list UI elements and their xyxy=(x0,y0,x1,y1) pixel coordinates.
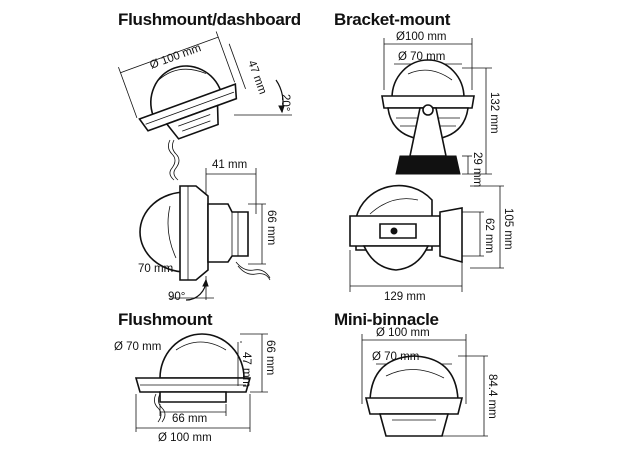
dim-total-height-bracket: 132 mm xyxy=(488,92,500,134)
dim-dome-binnacle: Ø 70 mm xyxy=(372,351,419,363)
compass-tilted-view xyxy=(118,31,292,181)
dim-inner-height-bracket: 62 mm xyxy=(483,218,495,253)
title-mini-binnacle: Mini-binnacle xyxy=(334,310,439,329)
dim-angle-side: 90° xyxy=(168,291,185,303)
dim-height-side: 66 mm xyxy=(265,210,277,245)
dim-base-height-bracket: 29 mm xyxy=(471,152,483,187)
dim-dome-side: 70 mm xyxy=(138,263,173,275)
dim-height-flushmount: 47 mm xyxy=(240,352,252,387)
dim-dome-bracket: Ø 70 mm xyxy=(398,51,445,63)
dim-length-bracket: 129 mm xyxy=(384,291,426,303)
compass-side-view xyxy=(139,168,271,301)
compass-bracket-side xyxy=(349,184,504,292)
dim-height-tilted: 47 mm xyxy=(245,59,268,96)
dim-height-binnacle: 84.4 mm xyxy=(486,374,498,419)
dim-cutout-flushmount: 66 mm xyxy=(172,413,207,425)
dim-depth-side: 41 mm xyxy=(212,159,247,171)
dim-diameter-flushmount: Ø 100 mm xyxy=(158,432,212,444)
title-bracket-mount: Bracket-mount xyxy=(334,10,451,29)
dim-diameter-binnacle: Ø 100 mm xyxy=(376,327,430,339)
dim-tilt-angle: 20° xyxy=(279,94,291,111)
title-flushmount-dashboard: Flushmount/dashboard xyxy=(118,10,301,29)
dim-dome-flushmount: Ø 70 mm xyxy=(114,341,161,353)
compass-mini-binnacle xyxy=(361,334,488,437)
dim-diameter-bracket: Ø100 mm xyxy=(396,31,447,43)
title-flushmount: Flushmount xyxy=(118,310,213,329)
compass-bracket-front xyxy=(381,38,492,175)
dim-total-height-flushmount: 66 mm xyxy=(264,340,276,375)
compass-flushmount-side xyxy=(134,333,268,432)
dim-outer-height-bracket: 105 mm xyxy=(502,208,514,250)
